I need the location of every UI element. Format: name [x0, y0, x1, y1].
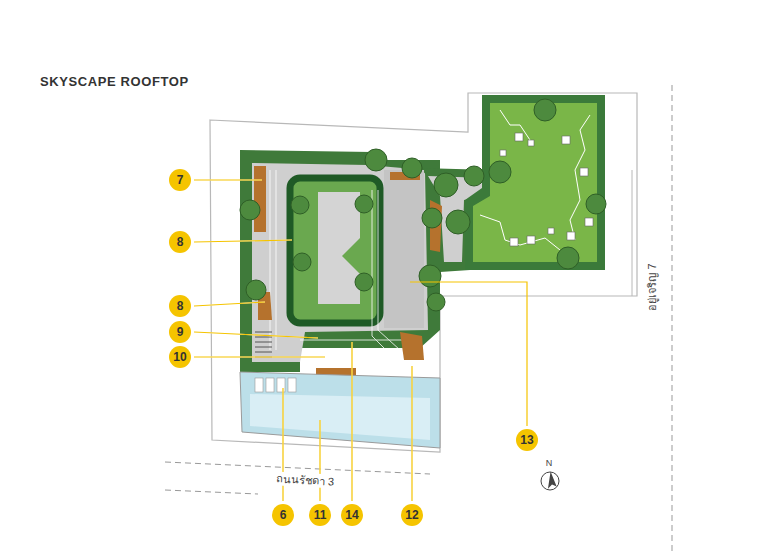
callout-number: 12: [401, 504, 423, 526]
street-name: อยู่เจริญ 7: [645, 261, 659, 312]
furniture: [500, 133, 593, 246]
site-boundary: [210, 93, 637, 452]
paving: [252, 163, 428, 362]
callout-number: 8: [169, 231, 191, 253]
inner-lawn: [290, 178, 380, 323]
callout-number: 10: [169, 346, 191, 368]
plan-title: SKYSCAPE ROOFTOP: [40, 74, 189, 89]
north-label: N: [546, 458, 553, 468]
site-boundary: [632, 170, 633, 296]
path-lines: [480, 110, 590, 250]
leader-line: [194, 180, 412, 501]
callout-number: 9: [169, 321, 191, 343]
hedge: [465, 95, 605, 270]
callout-number: 11: [309, 504, 331, 526]
callout-number: 6: [272, 504, 294, 526]
callout-number: 13: [516, 429, 538, 451]
north-arrow: [541, 471, 559, 490]
lawn: [473, 103, 597, 262]
lounger: [255, 378, 296, 392]
street-line: [165, 85, 672, 555]
callout-number: 8: [169, 295, 191, 317]
wood-deck: [254, 166, 442, 386]
path-lines: [270, 170, 420, 385]
pool-water: [250, 394, 430, 440]
leader-line: [194, 180, 527, 501]
tree: [240, 99, 606, 311]
hedge: [240, 150, 440, 372]
paving: [318, 192, 360, 304]
callout-number: 14: [341, 504, 363, 526]
callout-number: 7: [169, 169, 191, 191]
pool: [240, 372, 440, 448]
paving: [384, 170, 424, 328]
